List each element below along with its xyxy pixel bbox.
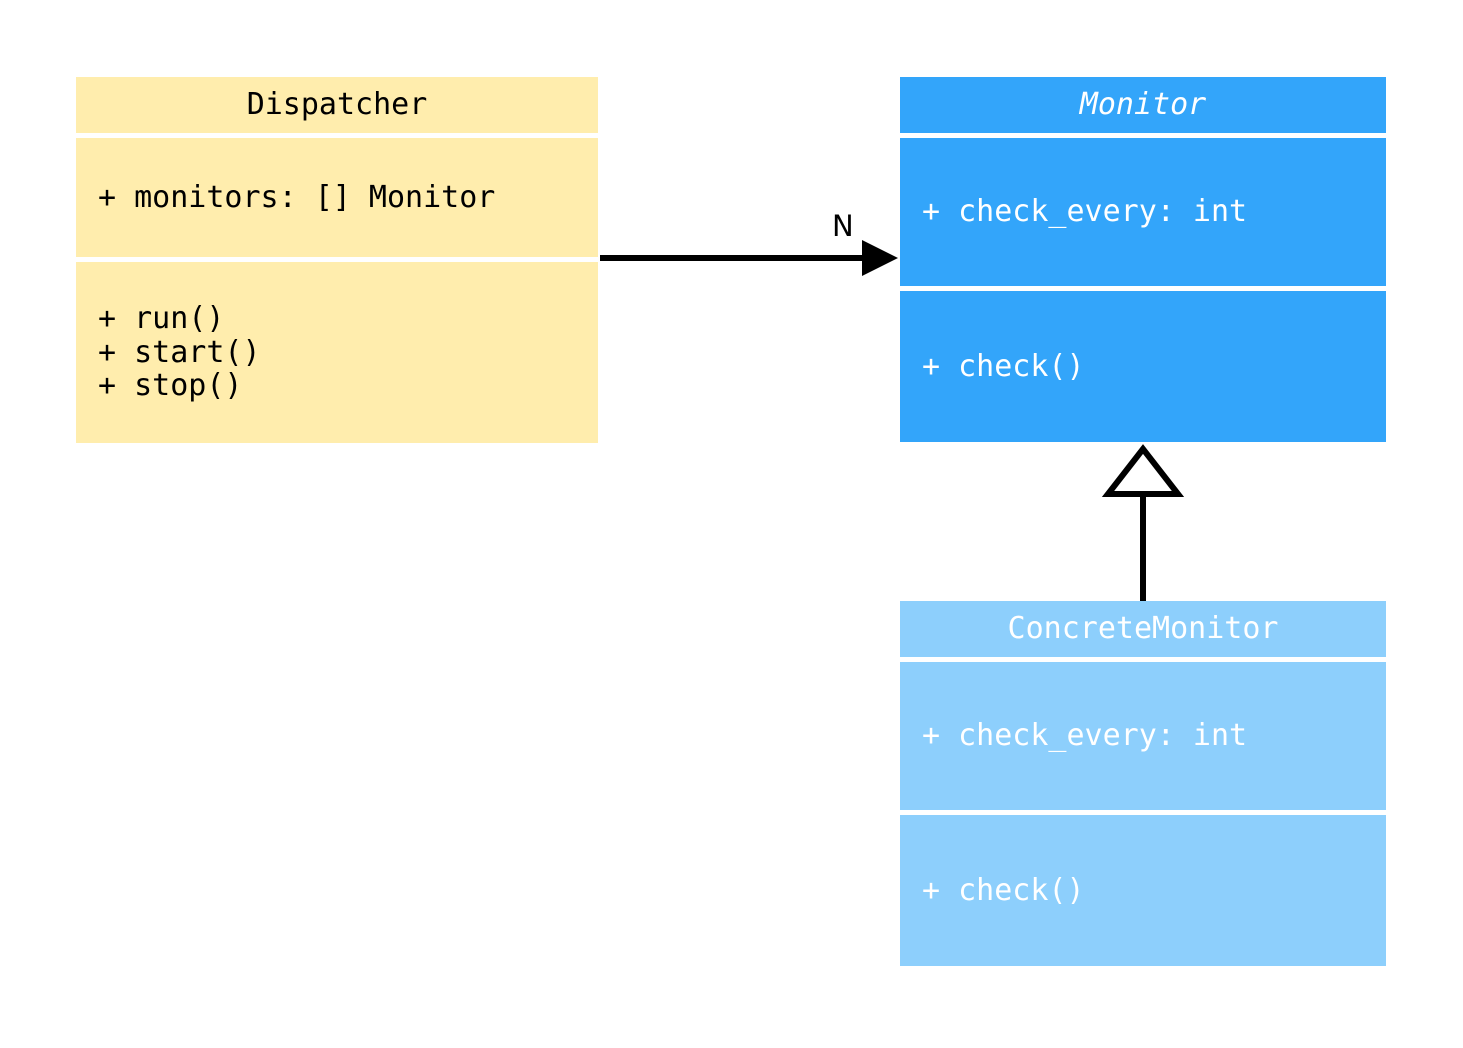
method-row: + check() [922,872,1085,908]
method-row: + run() [98,301,225,337]
class-box-dispatcher[interactable]: Dispatcher + monitors: [] Monitor + run(… [76,77,598,443]
class-attributes-concrete-monitor: + check_every: int [900,662,1386,810]
class-title-dispatcher: Dispatcher [76,77,598,133]
class-box-monitor[interactable]: Monitor + check_every: int + check() [900,77,1386,442]
class-methods-monitor: + check() [900,291,1386,442]
attribute-row: + check_every: int [922,194,1248,230]
class-methods-concrete-monitor: + check() [900,815,1386,966]
class-methods-dispatcher: + run() + start() + stop() [76,262,598,443]
class-title-monitor: Monitor [900,77,1386,133]
generalization-concrete-monitor-monitor [1101,444,1185,601]
class-box-concrete-monitor[interactable]: ConcreteMonitor + check_every: int + che… [900,601,1386,966]
filled-triangle-arrowhead-icon [862,240,898,276]
class-attributes-monitor: + check_every: int [900,138,1386,286]
attribute-row: + monitors: [] Monitor [98,179,496,215]
method-row: + stop() [98,368,243,404]
class-title-concrete-monitor: ConcreteMonitor [900,601,1386,657]
association-multiplicity-label: N [832,209,854,243]
attribute-row: + check_every: int [922,718,1248,754]
hollow-triangle-arrowhead-icon [1101,444,1185,497]
method-row: + start() [98,334,261,370]
class-attributes-dispatcher: + monitors: [] Monitor [76,138,598,257]
method-row: + check() [922,348,1085,384]
association-dispatcher-monitor [600,240,898,276]
